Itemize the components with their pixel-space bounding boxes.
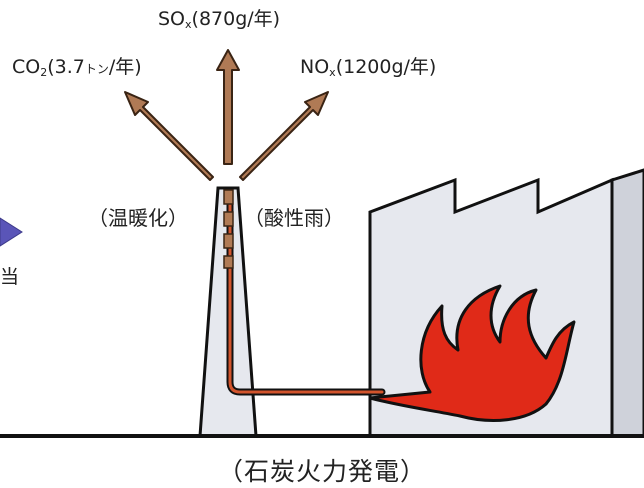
label-co2-base: CO [12, 56, 41, 78]
label-co2-amount-post: /年) [108, 56, 142, 78]
label-co2: CO2(3.7トン/年) [12, 56, 142, 79]
label-co2-amount-pre: (3.7 [47, 56, 85, 78]
arrow-nox-icon [239, 91, 329, 181]
label-nox-sub: x [329, 66, 336, 79]
side-arrow-icon [0, 217, 23, 247]
diagram-caption: （石炭火力発電） [217, 457, 426, 486]
label-sox-base: SO [158, 8, 186, 30]
label-nox-base: NO [300, 56, 330, 78]
arrow-so-icon [216, 49, 240, 165]
label-acid-rain: （酸性雨） [244, 206, 344, 230]
label-nox: NOx(1200g/年) [300, 56, 437, 79]
label-co2-unit: トン [84, 62, 109, 76]
label-warming: （温暖化） [88, 206, 188, 230]
flame-icon [368, 284, 576, 422]
exhaust-dashes [223, 189, 234, 269]
side-label: 当 [0, 266, 20, 288]
label-sox-amount: (870g/年) [191, 8, 281, 30]
label-sox-sub: x [185, 18, 192, 31]
label-sox: SOx(870g/年) [158, 8, 281, 31]
label-nox-amount: (1200g/年) [335, 56, 437, 78]
factory-side [610, 168, 644, 438]
label-co2-sub: 2 [40, 66, 48, 79]
arrow-co2-icon [124, 91, 214, 181]
